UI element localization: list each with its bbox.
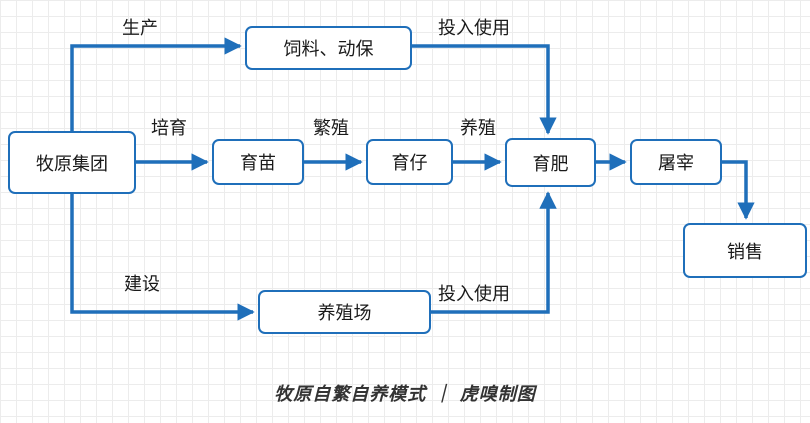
node-feed-animal-health: 饲料、动保 <box>245 26 412 70</box>
node-yufei: 育肥 <box>505 138 596 187</box>
arrow-muyuan-to-yangzhichang <box>70 194 255 321</box>
arrow-muyuan-to-feed <box>70 37 242 131</box>
arrow-yangzhichang-to-yufei <box>431 191 557 314</box>
edge-label-shengchan: 生产 <box>122 18 158 39</box>
node-yuzai: 育仔 <box>366 139 453 185</box>
diagram-caption: 牧原自繁自养模式 ｜ 虎嗅制图 <box>274 384 536 405</box>
edge-label-touru-bottom: 投入使用 <box>438 284 510 305</box>
arrow-tuzai-to-xiaoshou <box>722 160 755 220</box>
edge-label-yangzhi: 养殖 <box>460 118 496 139</box>
node-tuzai: 屠宰 <box>630 139 722 185</box>
node-yangzhichang: 养殖场 <box>258 290 431 334</box>
edge-label-peiyu: 培育 <box>151 118 187 139</box>
node-xiaoshou: 销售 <box>683 223 807 278</box>
edge-label-fanzhi: 繁殖 <box>313 118 349 139</box>
edge-label-jianshe: 建设 <box>124 274 160 295</box>
edge-label-touru-top: 投入使用 <box>438 18 510 39</box>
node-yumiao: 育苗 <box>212 139 304 185</box>
node-muyuan-group: 牧原集团 <box>8 131 136 194</box>
arrow-feed-to-yufei <box>412 44 557 135</box>
